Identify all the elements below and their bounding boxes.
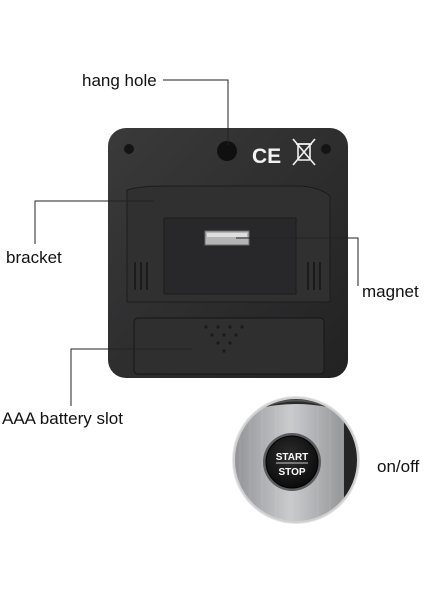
leader-lines <box>34 79 359 406</box>
bracket-leader <box>34 200 154 244</box>
screw-hole-right <box>321 144 331 154</box>
magnet-leader <box>236 237 359 286</box>
bracket-ribs-right <box>307 262 321 290</box>
start-stop-button[interactable]: START STOP <box>263 433 321 491</box>
hang-hole-leader <box>163 79 229 145</box>
bracket-label: bracket <box>6 248 62 267</box>
magnet-label: magnet <box>362 282 419 301</box>
button-label-start: START <box>276 452 309 463</box>
on-off-label: on/off <box>377 457 420 476</box>
battery-cover-grip <box>204 325 244 353</box>
screw-hole-left <box>124 144 134 154</box>
ce-mark: CE <box>252 145 281 168</box>
start-stop-inset: START STOP <box>232 396 360 524</box>
button-label-stop: STOP <box>278 467 305 478</box>
battery-cover <box>133 317 325 375</box>
battery-slot-label: AAA battery slot <box>2 409 123 428</box>
bracket-ribs-left <box>134 262 148 290</box>
hang-hole <box>217 141 237 161</box>
weee-bin-icon <box>292 138 316 166</box>
hang-hole-label: hang hole <box>82 71 157 90</box>
battery-slot-leader <box>70 348 192 406</box>
